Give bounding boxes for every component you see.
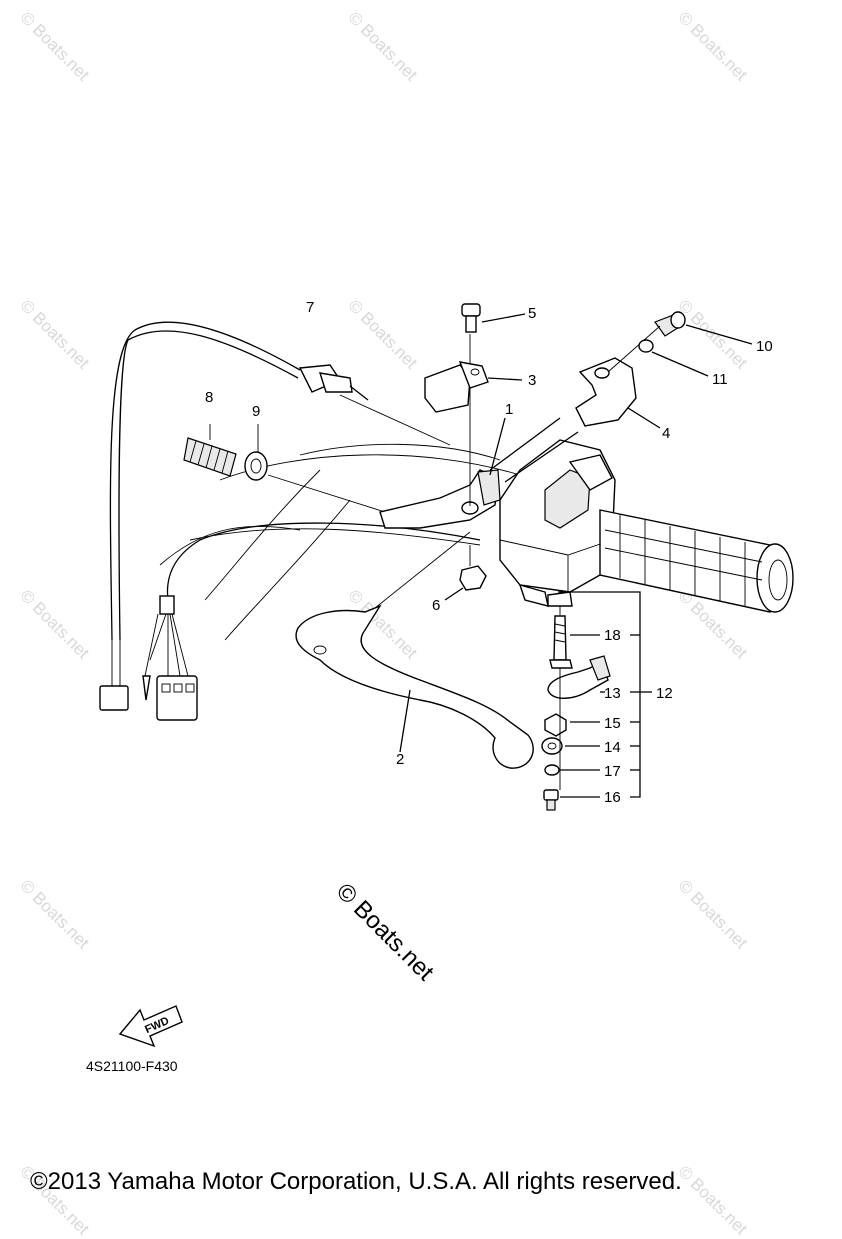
parts-diagram: 1 2 3 4 5 6 7 8 9 10 11 12 13 14 15 16 1… [99, 299, 794, 1048]
part-11-washer [638, 339, 709, 377]
part-4-clamp [575, 357, 661, 429]
copyright-notice: ©2013 Yamaha Motor Corporation, U.S.A. A… [30, 1168, 682, 1195]
wire-harness [142, 522, 481, 721]
callout-label: 18 [604, 627, 621, 644]
callout-label: 6 [432, 597, 440, 614]
part-18-pin [553, 615, 567, 661]
part-6-nut [444, 545, 487, 601]
callout-label: 4 [662, 425, 670, 442]
callout-label: 16 [604, 789, 621, 806]
fwd-arrow-icon: FWD [118, 1005, 183, 1048]
callout-label: 7 [306, 299, 314, 316]
callout-label: 13 [604, 685, 621, 702]
part-16-screw [543, 789, 559, 801]
switch-cable [99, 321, 301, 711]
part-10-screw [607, 311, 753, 373]
part-14-washer [541, 737, 563, 755]
part-3-switch [424, 361, 523, 413]
callout-label: 3 [528, 372, 536, 389]
callout-label: 11 [712, 371, 728, 388]
callout-label: 5 [528, 305, 536, 322]
callout-label: 10 [756, 338, 773, 355]
handlebar-outline [159, 443, 521, 641]
connector-plug [99, 685, 129, 711]
part-5-bolt [461, 303, 526, 506]
callout-label: 8 [205, 389, 213, 406]
callout-label: 9 [252, 403, 260, 420]
callout-label: 17 [604, 763, 621, 780]
multi-connector [156, 675, 198, 721]
drawing-code: 4S21100-F430 [86, 1058, 178, 1074]
part-7-switch [298, 364, 451, 446]
switch-housing [499, 439, 616, 607]
callout-label: 1 [505, 401, 513, 418]
callout-label: 12 [656, 685, 673, 702]
lower-stack [541, 591, 652, 811]
handlebar-tube [489, 417, 579, 483]
part-1-lever-holder [379, 417, 506, 529]
part-8-adjuster [183, 424, 237, 477]
callout-label: 15 [604, 715, 621, 732]
part-15-nut [544, 713, 567, 737]
part-17-spring-washer [544, 764, 560, 776]
part-9-locknut [244, 424, 386, 513]
part-2-lever [295, 531, 534, 769]
callout-label: 2 [396, 751, 404, 768]
callout-label: 14 [604, 739, 621, 756]
handle-grip [599, 509, 794, 613]
